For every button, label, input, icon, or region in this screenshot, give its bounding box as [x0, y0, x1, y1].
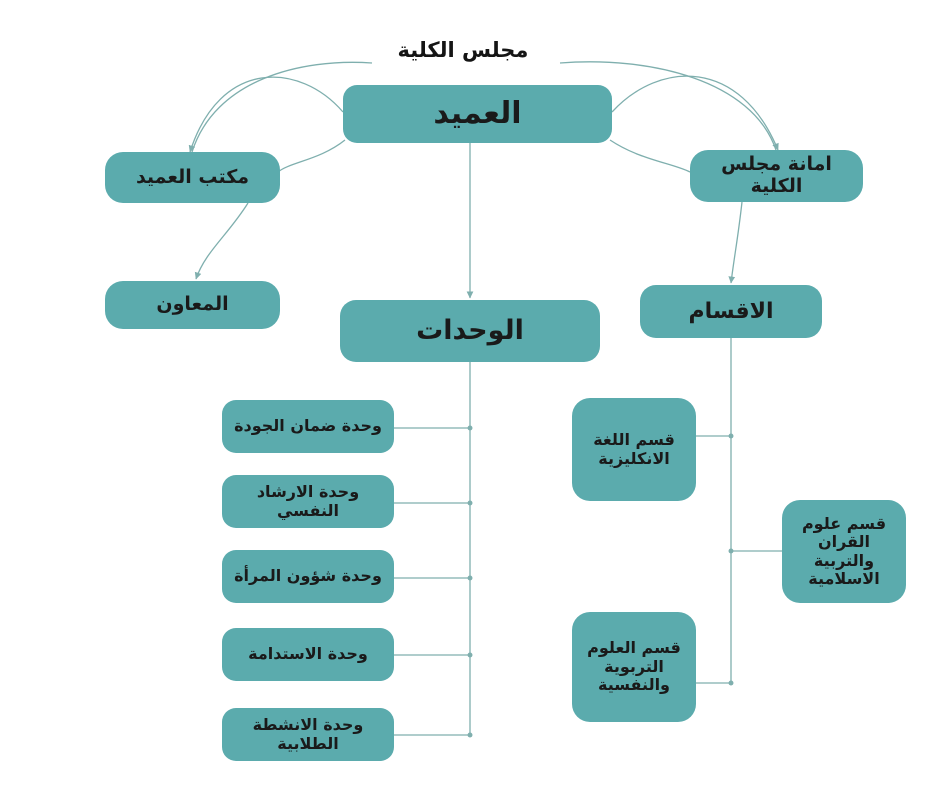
node-dean[interactable]: العميد	[343, 85, 612, 143]
node-unit-counseling[interactable]: وحدة الارشاد النفسي	[222, 475, 394, 528]
arc-top-to-secretariat	[611, 75, 779, 151]
arc-dean-to-office	[277, 139, 346, 173]
arc-top-to-dean-office	[188, 76, 344, 153]
node-units[interactable]: الوحدات	[340, 300, 600, 362]
node-assistant[interactable]: المعاون	[105, 281, 280, 329]
node-departments[interactable]: الاقسام	[640, 285, 822, 338]
node-dean-office[interactable]: مكتب العميد	[105, 152, 280, 203]
node-council-secretariat[interactable]: امانة مجلس الكلية	[690, 150, 863, 202]
node-unit-women-affairs[interactable]: وحدة شؤون المرأة	[222, 550, 394, 603]
node-dept-english[interactable]: قسم اللغة الانكليزية	[572, 398, 696, 501]
node-unit-quality[interactable]: وحدة ضمان الجودة	[222, 400, 394, 453]
node-unit-sustainability[interactable]: وحدة الاستدامة	[222, 628, 394, 681]
arc-office-to-assistant	[194, 202, 249, 280]
node-unit-student-activities[interactable]: وحدة الانشطة الطلابية	[222, 708, 394, 761]
chart-title: مجلس الكلية	[397, 38, 529, 62]
arc-secretariat-to-departments	[728, 201, 743, 284]
node-dept-educational-psych[interactable]: قسم العلوم التربوية والنفسية	[572, 612, 696, 722]
arc-dean-to-secretariat	[609, 139, 691, 173]
node-dept-quran-islamic[interactable]: قسم علوم القران والتربية الاسلامية	[782, 500, 906, 603]
